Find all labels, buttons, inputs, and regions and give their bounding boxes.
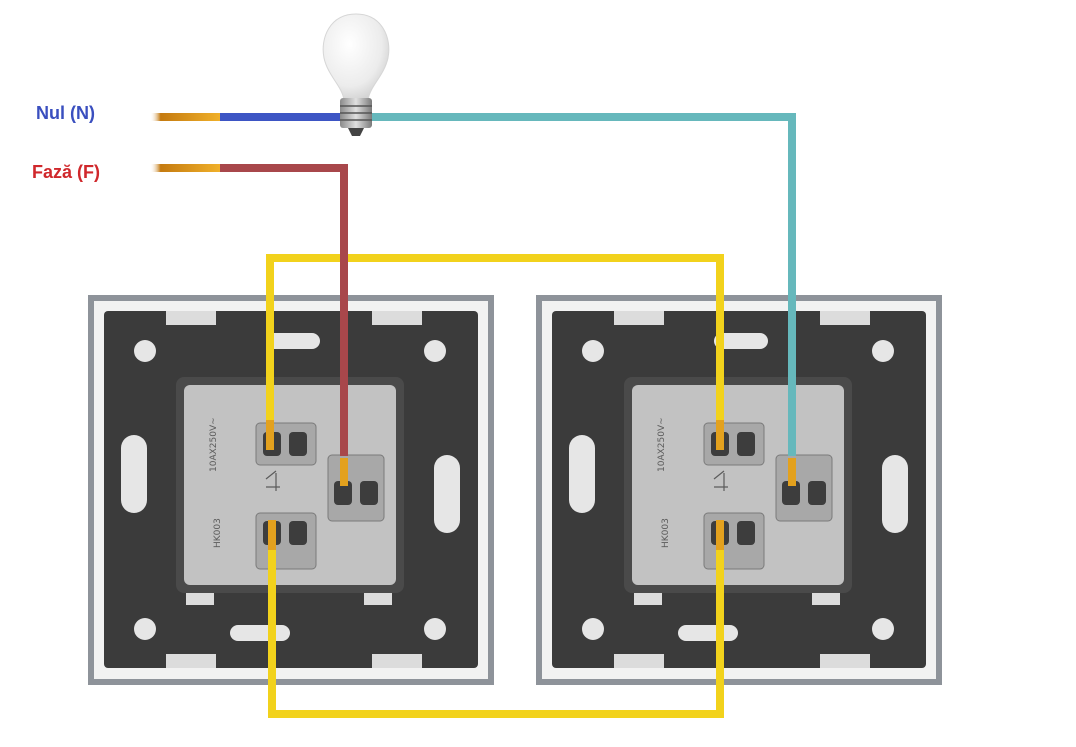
neutral-copper-end [150, 113, 220, 121]
module-model-left: HK003 [213, 518, 223, 548]
phase-wire [218, 164, 348, 456]
phase-label: Fază (F) [32, 162, 101, 182]
terminal-copper-ends [266, 420, 796, 550]
switch-panel-left [87, 294, 495, 686]
switch-panel-right [535, 294, 943, 686]
neutral-label: Nul (N) [36, 103, 95, 123]
module-model-right: HK003 [661, 518, 671, 548]
traveler-wire-bottom [268, 540, 724, 718]
module-rating-right: 10AX250V~ [657, 417, 667, 472]
light-bulb-icon [322, 13, 390, 136]
traveler-wire-top [266, 254, 724, 430]
lamp-wire [372, 113, 796, 456]
phase-copper-end [150, 164, 220, 172]
module-rating-left: 10AX250V~ [209, 417, 219, 472]
